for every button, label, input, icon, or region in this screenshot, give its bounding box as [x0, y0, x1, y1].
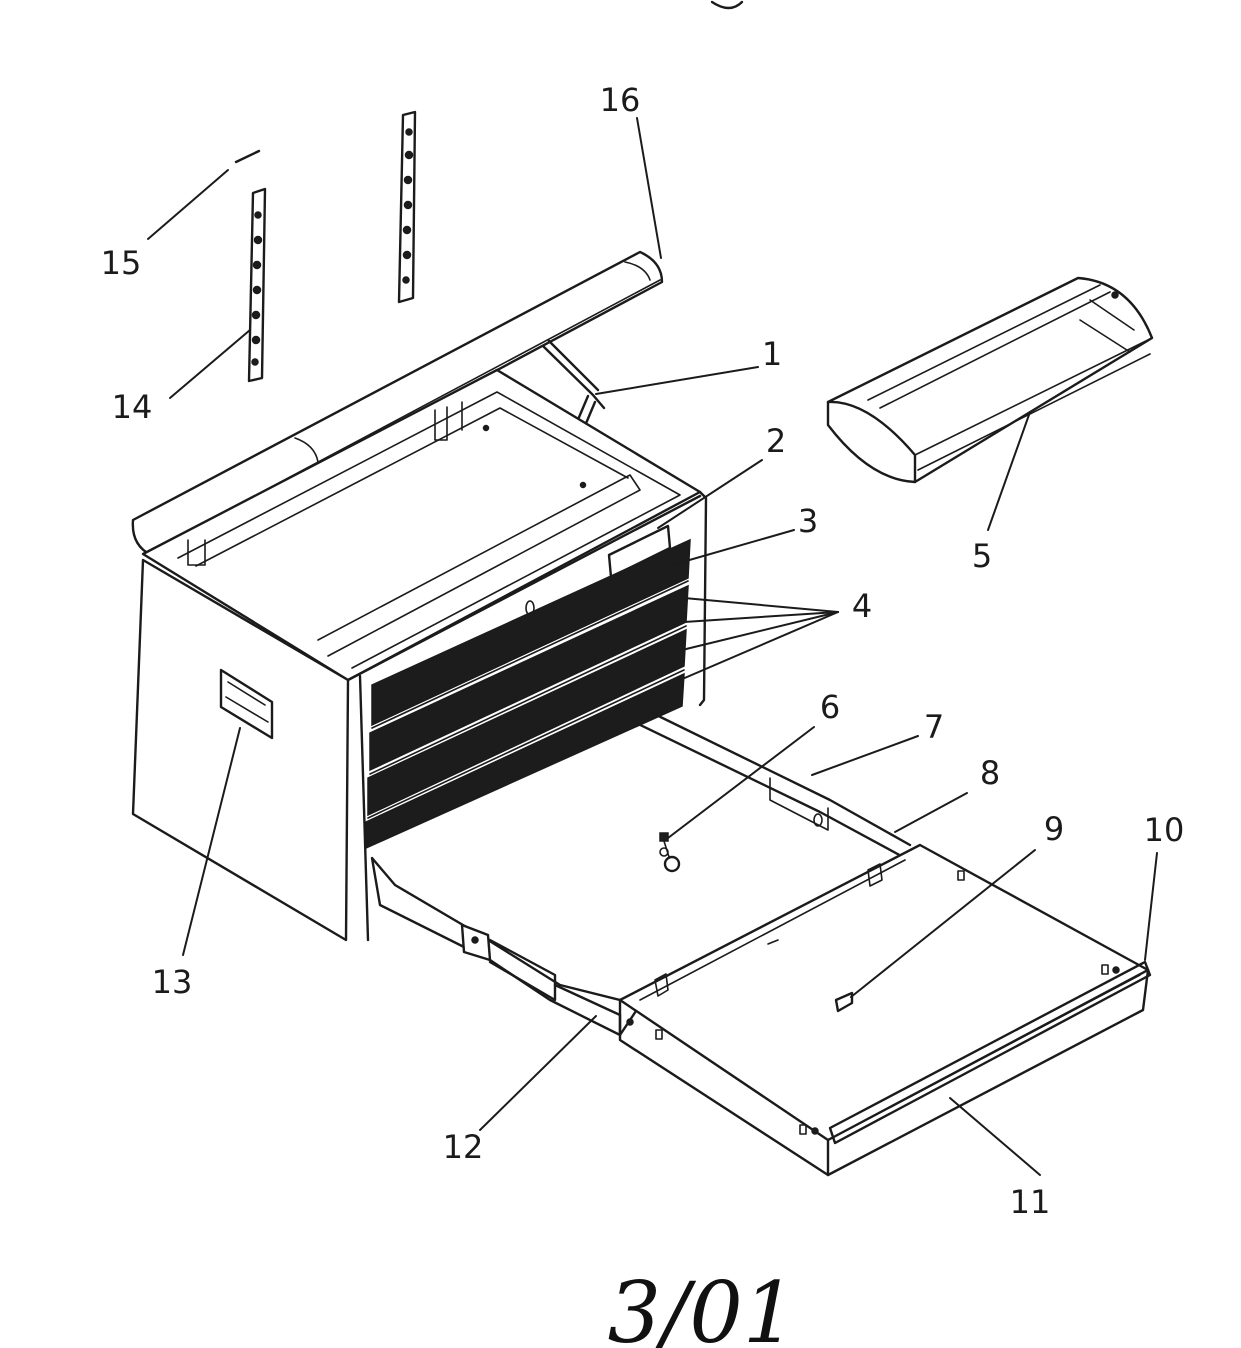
part-5-top-tray	[826, 276, 1154, 484]
part-13-side-handle	[219, 668, 274, 740]
part-3-label-plate	[607, 524, 672, 579]
callout-7: 7	[924, 708, 944, 746]
part-10-front-rail	[828, 960, 1152, 1145]
callout-4: 4	[852, 587, 872, 625]
callout-8: 8	[980, 754, 1000, 792]
callout-2: 2	[766, 422, 786, 460]
date-code: 3/01	[608, 1264, 797, 1348]
callout-5: 5	[972, 537, 992, 575]
callout-15: 15	[101, 244, 142, 282]
part-12-drawer-slide	[460, 923, 634, 1037]
part-9-drawer-clip	[834, 991, 854, 1013]
part-4-drawers	[365, 538, 691, 850]
part-11-bottom-drawer	[370, 703, 1152, 1177]
callout-12: 12	[443, 1128, 484, 1166]
callout-labels: 16 15 14 1 2 3 4 5 6 7 8 9 10 11 12 13	[101, 81, 1185, 1221]
callout-11: 11	[1010, 1183, 1051, 1221]
part-15-pin	[234, 149, 261, 164]
part-6-lock-key	[659, 832, 681, 873]
callout-14: 14	[112, 388, 153, 426]
callout-10: 10	[1144, 811, 1185, 849]
callout-6: 6	[820, 688, 840, 726]
part-14-hinge-strap-left	[247, 187, 267, 383]
leader-lines	[147, 117, 1158, 1176]
cropped-top-mark	[710, 0, 744, 10]
callout-1: 1	[762, 335, 782, 373]
part-14-hinge-strap-right	[397, 110, 417, 304]
callout-3: 3	[798, 502, 818, 540]
callout-13: 13	[152, 963, 193, 1001]
chest-body	[131, 368, 708, 942]
callout-9: 9	[1044, 810, 1064, 848]
callout-16: 16	[600, 81, 641, 119]
